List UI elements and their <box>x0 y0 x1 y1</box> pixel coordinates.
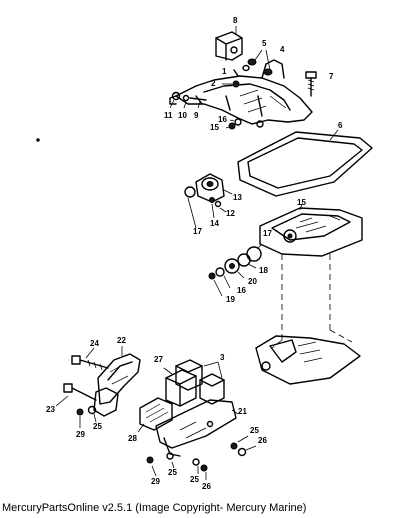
callout-10: 10 <box>178 111 187 120</box>
callout-2: 2 <box>211 79 216 88</box>
drive-shaft-housing <box>255 203 363 385</box>
callout-27: 27 <box>154 355 163 364</box>
fasteners-29-25-left <box>76 405 97 428</box>
callout-28: 28 <box>128 434 137 443</box>
callout-7: 7 <box>329 72 334 81</box>
pin-1 <box>233 69 239 77</box>
callout-1: 1 <box>222 67 227 76</box>
callout-21: 21 <box>238 407 247 416</box>
fastener-16-15-upper <box>225 118 264 130</box>
callout-13: 13 <box>233 193 242 202</box>
callout-29-bottom: 29 <box>151 477 160 486</box>
screw-14-12 <box>209 197 227 219</box>
callout-12: 12 <box>226 209 235 218</box>
callout-18: 18 <box>259 266 268 275</box>
callout-11: 11 <box>164 111 173 120</box>
mounts-3 <box>175 359 225 405</box>
callout-5: 5 <box>262 39 267 48</box>
copyright-footer: MercuryPartsOnline v2.5.1 (Image Copyrig… <box>2 502 307 514</box>
mount-27 <box>163 367 197 407</box>
callout-23: 23 <box>46 405 55 414</box>
fasteners-29-25-26-bottom <box>146 452 208 480</box>
bracket-21 <box>155 399 239 457</box>
side-mount-parts <box>208 243 263 297</box>
callout-25-right: 25 <box>250 426 259 435</box>
screw-2 <box>222 80 240 88</box>
washers-5 <box>242 49 273 76</box>
bolt-7 <box>305 71 317 97</box>
bolt-23 <box>55 383 97 407</box>
callout-9: 9 <box>194 111 199 120</box>
callout-19: 19 <box>226 295 235 304</box>
callout-26-right: 26 <box>258 436 267 445</box>
bracket-22 <box>93 346 141 417</box>
callout-labels: 8 5 4 1 7 2 11 10 9 16 15 6 13 12 14 15 … <box>46 16 343 491</box>
callout-15-lower: 15 <box>297 198 306 207</box>
bolt-24 <box>71 347 109 371</box>
callout-17-upper: 17 <box>193 227 202 236</box>
callout-26-bottom: 26 <box>202 482 211 491</box>
callout-14: 14 <box>210 219 219 228</box>
callout-6: 6 <box>338 121 343 130</box>
rubber-mount-13 <box>195 173 233 203</box>
mount-block-8 <box>215 26 243 61</box>
plate-28 <box>137 397 173 433</box>
exploded-parts-diagram: 8 5 4 1 7 2 11 10 9 16 15 6 13 12 14 15 … <box>36 16 373 491</box>
callout-29-left: 29 <box>76 430 85 439</box>
callout-16-upper: 16 <box>218 115 227 124</box>
callout-8: 8 <box>233 16 238 25</box>
callout-22: 22 <box>117 336 126 345</box>
callout-3: 3 <box>220 353 225 362</box>
callout-17-lower: 17 <box>263 229 272 238</box>
washer-17-upper <box>184 186 197 229</box>
callout-25-bottom-b: 25 <box>190 475 199 484</box>
callout-16-lower: 16 <box>237 286 246 295</box>
callout-25-bottom-a: 25 <box>168 468 177 477</box>
callout-25-left: 25 <box>93 422 102 431</box>
callout-15-upper: 15 <box>210 123 219 132</box>
callout-4: 4 <box>280 45 285 54</box>
stray-dot <box>36 138 40 142</box>
gasket-6 <box>237 129 373 197</box>
callout-24: 24 <box>90 339 99 348</box>
fasteners-25-26-right <box>230 435 257 457</box>
bolt-11-10-9 <box>169 91 207 109</box>
swivel-bracket <box>169 59 313 125</box>
callout-20: 20 <box>248 277 257 286</box>
